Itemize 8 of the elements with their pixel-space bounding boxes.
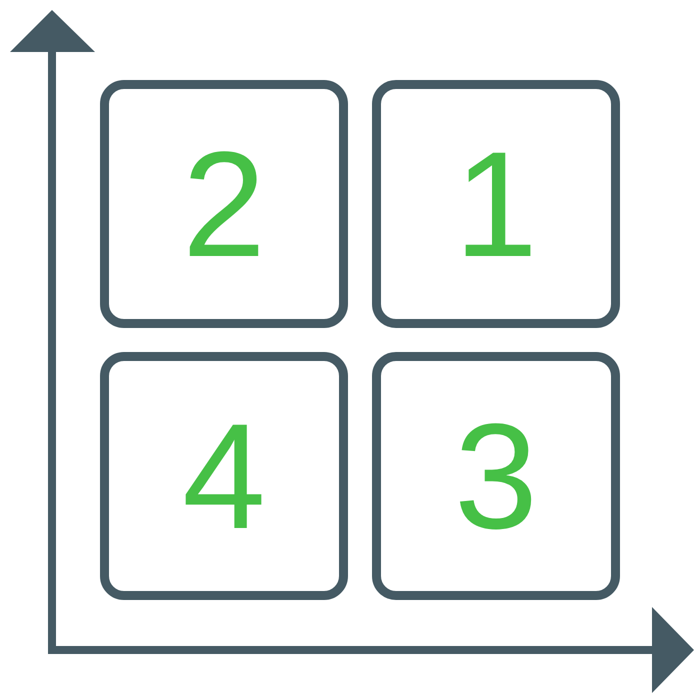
quadrant-box	[100, 80, 348, 328]
quadrant-number: 2	[182, 129, 266, 279]
quadrant-box	[372, 80, 620, 328]
quadrant-box	[100, 352, 348, 600]
quadrant-number: 1	[454, 129, 538, 279]
quadrant-number: 3	[454, 401, 538, 551]
quadrant-box	[372, 352, 620, 600]
quadrant-number: 4	[182, 401, 266, 551]
